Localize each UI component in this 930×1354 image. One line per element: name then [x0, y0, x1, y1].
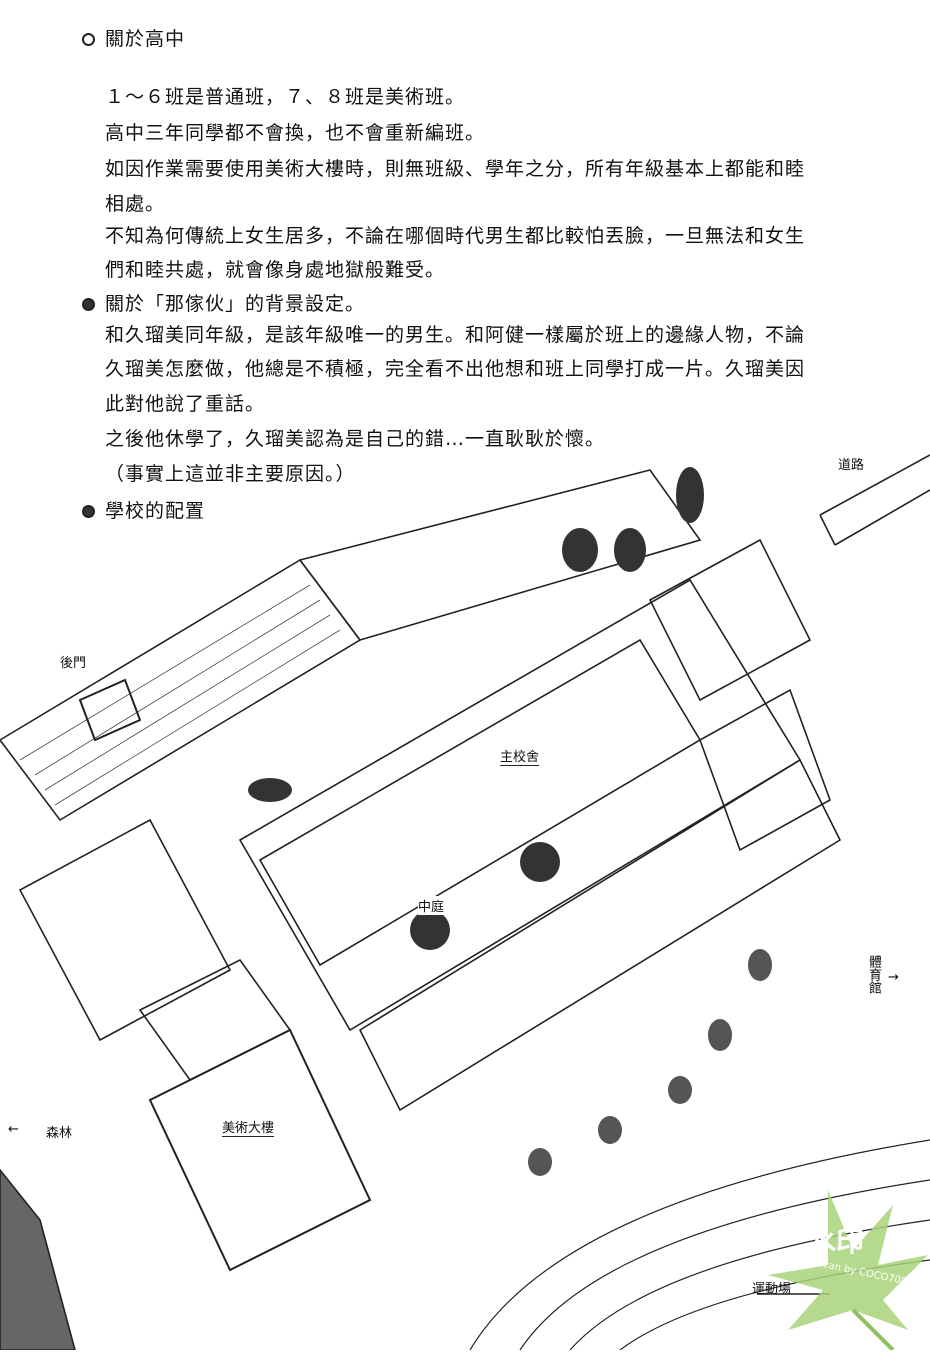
- label-back-gate: 後門: [60, 656, 87, 671]
- label-sports-field: 運動場: [752, 1282, 792, 1297]
- forest: [0, 1168, 76, 1350]
- south-wing: [358, 758, 842, 1112]
- back-gate: [78, 678, 142, 742]
- text-line: 高中三年同學都不會換，也不會重新編班。: [105, 122, 486, 144]
- text-line: 相處。: [105, 193, 166, 215]
- connector: [138, 958, 292, 1082]
- heading-text: 關於「那傢伙」的背景設定。: [105, 293, 366, 315]
- section-heading: 學校的配置: [82, 496, 205, 523]
- east-wing-room: [699, 688, 831, 852]
- west-building: [18, 818, 232, 1042]
- bullet-icon: [82, 33, 95, 46]
- section-heading: 關於「那傢伙」的背景設定。: [82, 289, 365, 316]
- label-main-building: 主校舍: [500, 746, 540, 766]
- label-road: 道路: [838, 458, 865, 473]
- heading-text: 關於高中: [105, 28, 186, 50]
- bushes: [528, 949, 772, 1176]
- text-line: 此對他說了重話。: [105, 393, 266, 415]
- watermark-text: 水印: [808, 1225, 865, 1258]
- section-heading: 關於高中: [82, 24, 185, 51]
- text-line: 之後他休學了，久瑠美認為是自己的錯…一直耿耿於懷。: [105, 428, 606, 450]
- sports-field-track: [469, 1139, 930, 1350]
- text-line: 如因作業需要使用美術大樓時，則無班級、學年之分，所有年級基本上都能和睦: [105, 158, 806, 180]
- text-line: （事實上這並非主要原因。）: [105, 463, 356, 485]
- text-line: 們和睦共處，就會像身處地獄般難受。: [105, 259, 446, 281]
- heading-text: 學校的配置: [105, 500, 206, 522]
- watermark: 水印 Scan by COCO7081: [768, 1180, 928, 1352]
- label-forest: 森林: [46, 1126, 73, 1141]
- forest-arrow-icon: ←: [8, 1122, 19, 1137]
- road: [819, 454, 930, 546]
- roof-hatching: [19, 584, 341, 806]
- text-line: 不知為何傳統上女生居多，不論在哪個時代男生都比較怕丟臉，一旦無法和女生: [105, 225, 806, 247]
- east-wing: [648, 538, 812, 702]
- label-gym: 體育館: [866, 955, 881, 994]
- bullet-icon: [82, 298, 95, 311]
- trees: [248, 467, 704, 950]
- label-art-building: 美術大樓: [222, 1117, 275, 1137]
- gym-arrow-icon: →: [888, 970, 899, 985]
- parking-area: [298, 469, 702, 641]
- maple-leaf-icon: [768, 1190, 928, 1352]
- text-line: １～６班是普通班，７、８班是美術班。: [105, 86, 466, 108]
- upper-left-building: [0, 558, 362, 822]
- bullet-icon: [82, 505, 95, 518]
- courtyard: [258, 638, 702, 967]
- art-building: [148, 1028, 372, 1272]
- label-courtyard: 中庭: [418, 896, 445, 915]
- text-line: 和久瑠美同年級，是該年級唯一的男生。和阿健一樣屬於班上的邊緣人物，不論: [105, 324, 806, 346]
- text-line: 久瑠美怎麼做，他總是不積極，完全看不出他想和班上同學打成一片。久瑠美因: [105, 358, 806, 380]
